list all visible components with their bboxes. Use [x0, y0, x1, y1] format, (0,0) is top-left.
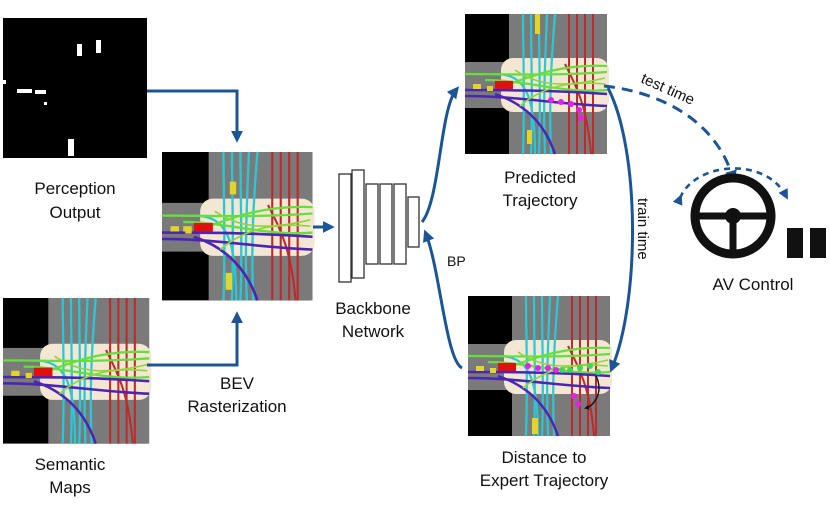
bev-rasterization-label-line1: BEV [220, 374, 255, 393]
perception-output-image [3, 18, 147, 158]
bev-rasterization-label-line2: Rasterization [187, 397, 286, 416]
backbone-network-icon [338, 169, 420, 283]
semantic-maps-label-line1: Semantic [35, 455, 106, 474]
predicted-trajectory-image [463, 12, 611, 156]
arrow-test-time [603, 84, 737, 183]
arrow-backbone-to-prediction [420, 86, 459, 223]
arrow-bp-to-backbone [423, 229, 463, 370]
expert-distance-image [466, 294, 614, 438]
arrow-train-time [606, 87, 634, 373]
semantic-maps-label-line2: Maps [49, 478, 91, 497]
expert-distance-label-line1: Distance to [501, 448, 586, 467]
steering-wheel-icon [690, 173, 776, 259]
perception-output-label-line1: Perception [34, 179, 115, 198]
predicted-trajectory-label-line2: Trajectory [503, 191, 578, 210]
av-control-label: AV Control [713, 275, 794, 294]
bp-label: BP [447, 253, 466, 269]
perception-output-label-line2: Output [49, 203, 100, 222]
steering-rotation-arrow [672, 167, 788, 206]
predicted-trajectory-label-line1: Predicted [504, 168, 576, 187]
expert-distance-label-line2: Expert Trajectory [480, 471, 609, 490]
arrow-maps-to-bev [147, 311, 243, 367]
test-time-label: test time [638, 70, 697, 109]
backbone-network-label-line1: Backbone [335, 299, 411, 318]
train-time-label: train time [634, 198, 651, 260]
backbone-network-label-line2: Network [342, 322, 405, 341]
semantic-maps-image [1, 296, 153, 445]
pedals-icon [787, 228, 826, 258]
arrow-perception-to-bev [147, 89, 243, 143]
bev-rasterization-image [160, 150, 316, 302]
